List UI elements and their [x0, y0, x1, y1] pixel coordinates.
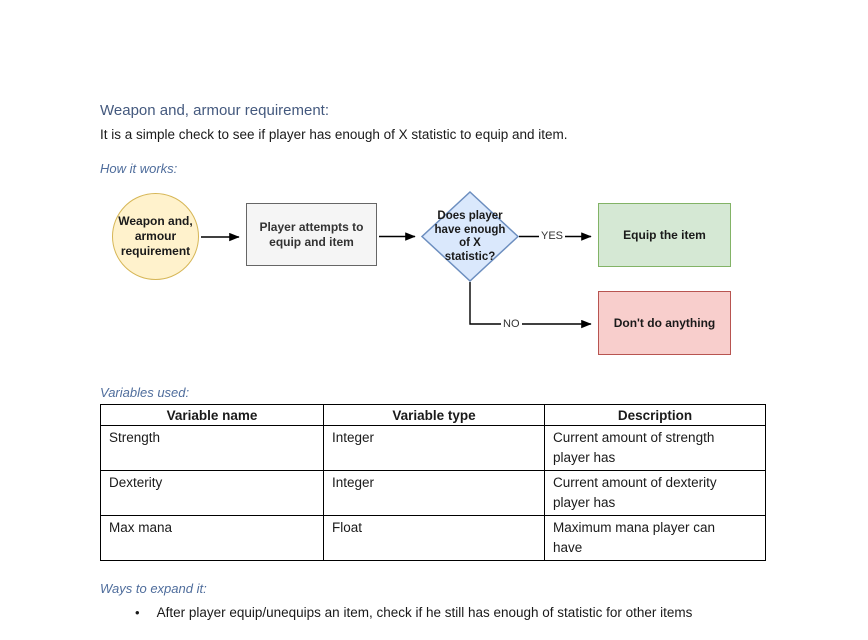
table-cell-name: Max mana: [100, 515, 324, 561]
edge-label-yes: YES: [539, 230, 566, 243]
table-cell-description: Current amount of dexterity player has: [544, 470, 766, 516]
list-item: • After player equip/unequips an item, c…: [135, 604, 692, 622]
flowchart-node-decision-label: Does player have enough of X statistic?: [434, 210, 506, 263]
table-cell-description: Maximum mana player can have: [544, 515, 766, 561]
flowchart-node-equip-label: Equip the item: [623, 228, 706, 242]
edge-label-no: NO: [501, 318, 522, 331]
table-row: Strength Integer Current amount of stren…: [100, 425, 766, 471]
flowchart-node-equip: Equip the item: [598, 203, 731, 267]
flowchart-node-do-nothing: Don't do anything: [598, 291, 731, 355]
table-row: Max mana Float Maximum mana player can h…: [100, 515, 766, 561]
table-header-row: Variable name Variable type Description: [100, 404, 766, 426]
page-title: Weapon and, armour requirement:: [100, 102, 330, 119]
flowchart-node-start-label: Weapon and, armour requirement: [118, 214, 193, 258]
table-header-variable-name: Variable name: [100, 404, 324, 426]
table-cell-description: Current amount of strength player has: [544, 425, 766, 471]
flowchart-node-start: Weapon and, armour requirement: [112, 193, 199, 280]
variables-table: Variable name Variable type Description …: [100, 404, 766, 561]
table-header-description: Description: [544, 404, 766, 426]
flowchart-node-do-nothing-label: Don't do anything: [613, 316, 716, 330]
section-heading-how-it-works: How it works:: [100, 161, 178, 176]
table-cell-type: Integer: [323, 425, 545, 471]
section-heading-ways-to-expand: Ways to expand it:: [100, 581, 207, 596]
table-cell-name: Dexterity: [100, 470, 324, 516]
table-cell-name: Strength: [100, 425, 324, 471]
table-header-variable-type: Variable type: [323, 404, 545, 426]
table-cell-type: Float: [323, 515, 545, 561]
list-item-text: After player equip/unequips an item, che…: [156, 605, 693, 620]
intro-paragraph: It is a simple check to see if player ha…: [100, 127, 568, 142]
table-row: Dexterity Integer Current amount of dext…: [100, 470, 766, 516]
flowchart-node-process-label: Player attempts to equip and item: [259, 219, 364, 249]
flowchart-node-decision: Does player have enough of X statistic?: [423, 195, 517, 279]
section-heading-variables-used: Variables used:: [100, 385, 190, 400]
flowchart-node-process: Player attempts to equip and item: [246, 203, 377, 266]
bullet-icon: •: [135, 605, 140, 620]
table-cell-type: Integer: [323, 470, 545, 516]
arrow-decision-to-nothing: [469, 282, 592, 329]
